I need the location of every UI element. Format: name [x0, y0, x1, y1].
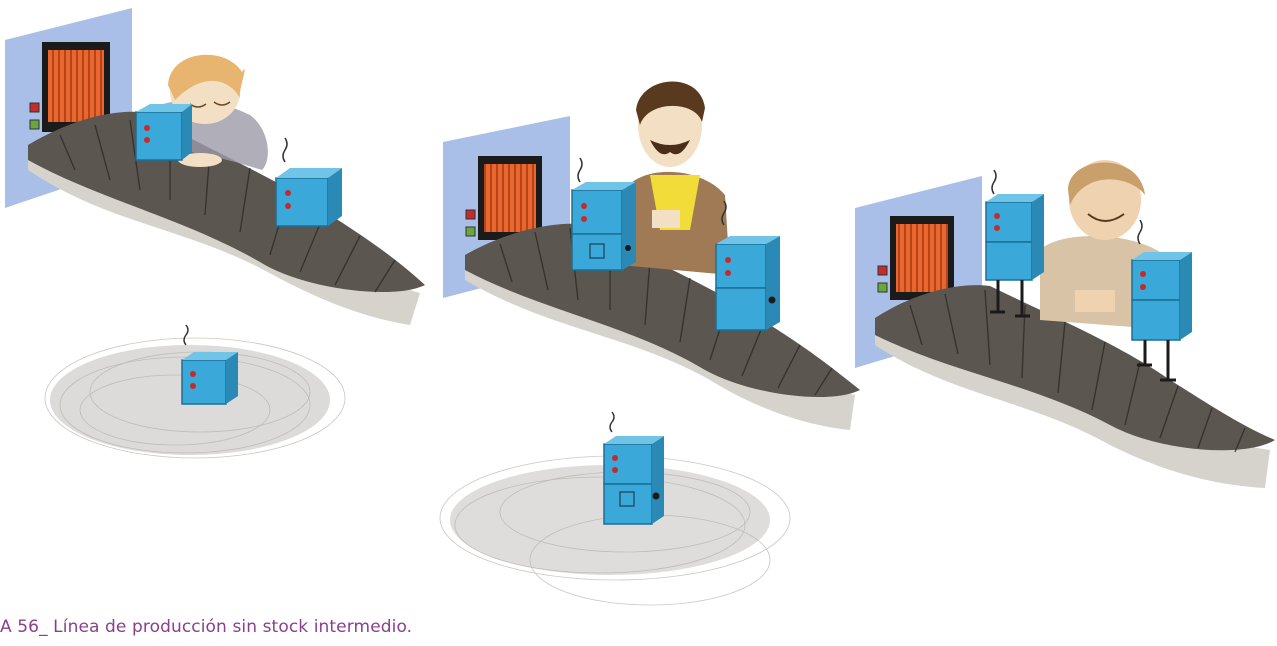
station-3 [855, 160, 1275, 488]
worker-2 [620, 82, 730, 275]
robot-finished-1 [276, 138, 342, 226]
red-light [30, 103, 39, 112]
green-light [878, 283, 887, 292]
figure-caption: A 56_ Línea de producción sin stock inte… [0, 617, 412, 637]
green-light [466, 227, 475, 236]
red-light [878, 266, 887, 275]
green-light [30, 120, 39, 129]
robot-on-belt [572, 158, 636, 270]
station-2 [440, 82, 860, 605]
floor-robot-1 [45, 325, 345, 458]
red-light [466, 210, 475, 219]
robot-on-belt [136, 104, 192, 160]
station-1 [5, 8, 425, 458]
floor-robot-2 [440, 412, 790, 605]
